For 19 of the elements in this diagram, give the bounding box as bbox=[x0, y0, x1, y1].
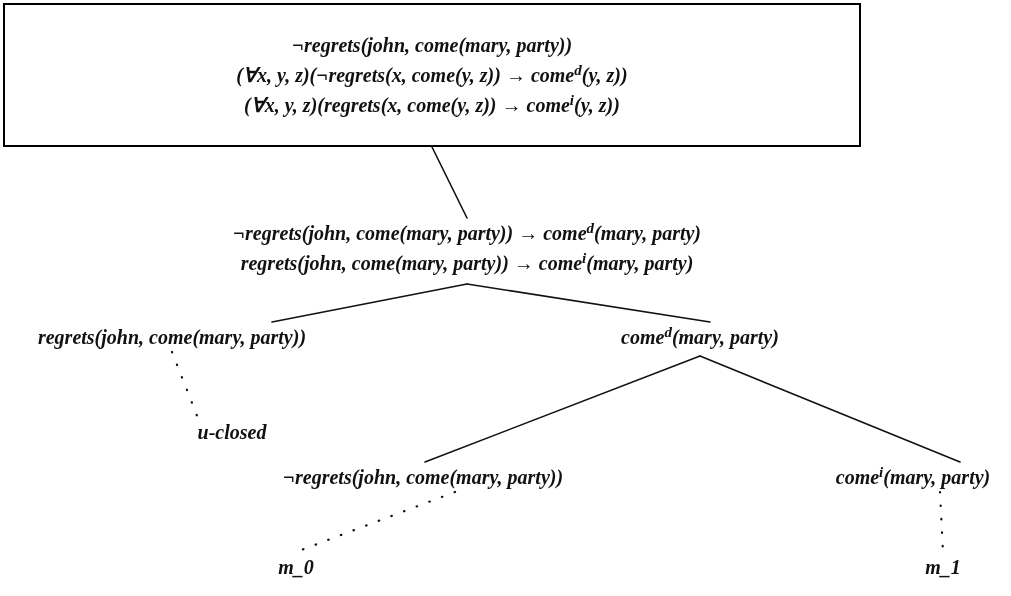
tree-branch bbox=[466, 283, 711, 323]
leaf-label: u-closed bbox=[197, 420, 267, 445]
leaf-label: m_0 bbox=[278, 555, 314, 580]
premise-box bbox=[3, 3, 861, 147]
formula: (∀x, y, z)(¬regrets(x, come(y, z)) → come$^{d}$(y, z)) bbox=[236, 60, 628, 89]
formula: regrets(john, come(mary, party)) → come$^{i}$(mary, party) bbox=[240, 248, 694, 277]
formula: come$^{i}$(mary, party) bbox=[835, 462, 991, 491]
leaf-label: m_1 bbox=[925, 555, 961, 580]
formula: ¬regrets(john, come(mary, party)) → come$^{d}$(mary, party) bbox=[232, 218, 702, 247]
formula: ¬regrets(john, come(mary, party)) bbox=[291, 33, 573, 59]
dotted-line bbox=[170, 350, 199, 419]
formula: regrets(john, come(mary, party)) bbox=[37, 325, 307, 351]
tree-branch bbox=[431, 146, 468, 219]
tree-branch bbox=[699, 355, 961, 463]
formula: ¬regrets(john, come(mary, party)) bbox=[282, 465, 564, 491]
formula: come$^{d}$(mary, party) bbox=[621, 322, 779, 351]
tree-branch bbox=[424, 355, 701, 463]
tree-branch bbox=[271, 283, 468, 323]
formula: (∀x, y, z)(regrets(x, come(y, z)) → come$^{i}$(y, z)) bbox=[244, 90, 620, 119]
